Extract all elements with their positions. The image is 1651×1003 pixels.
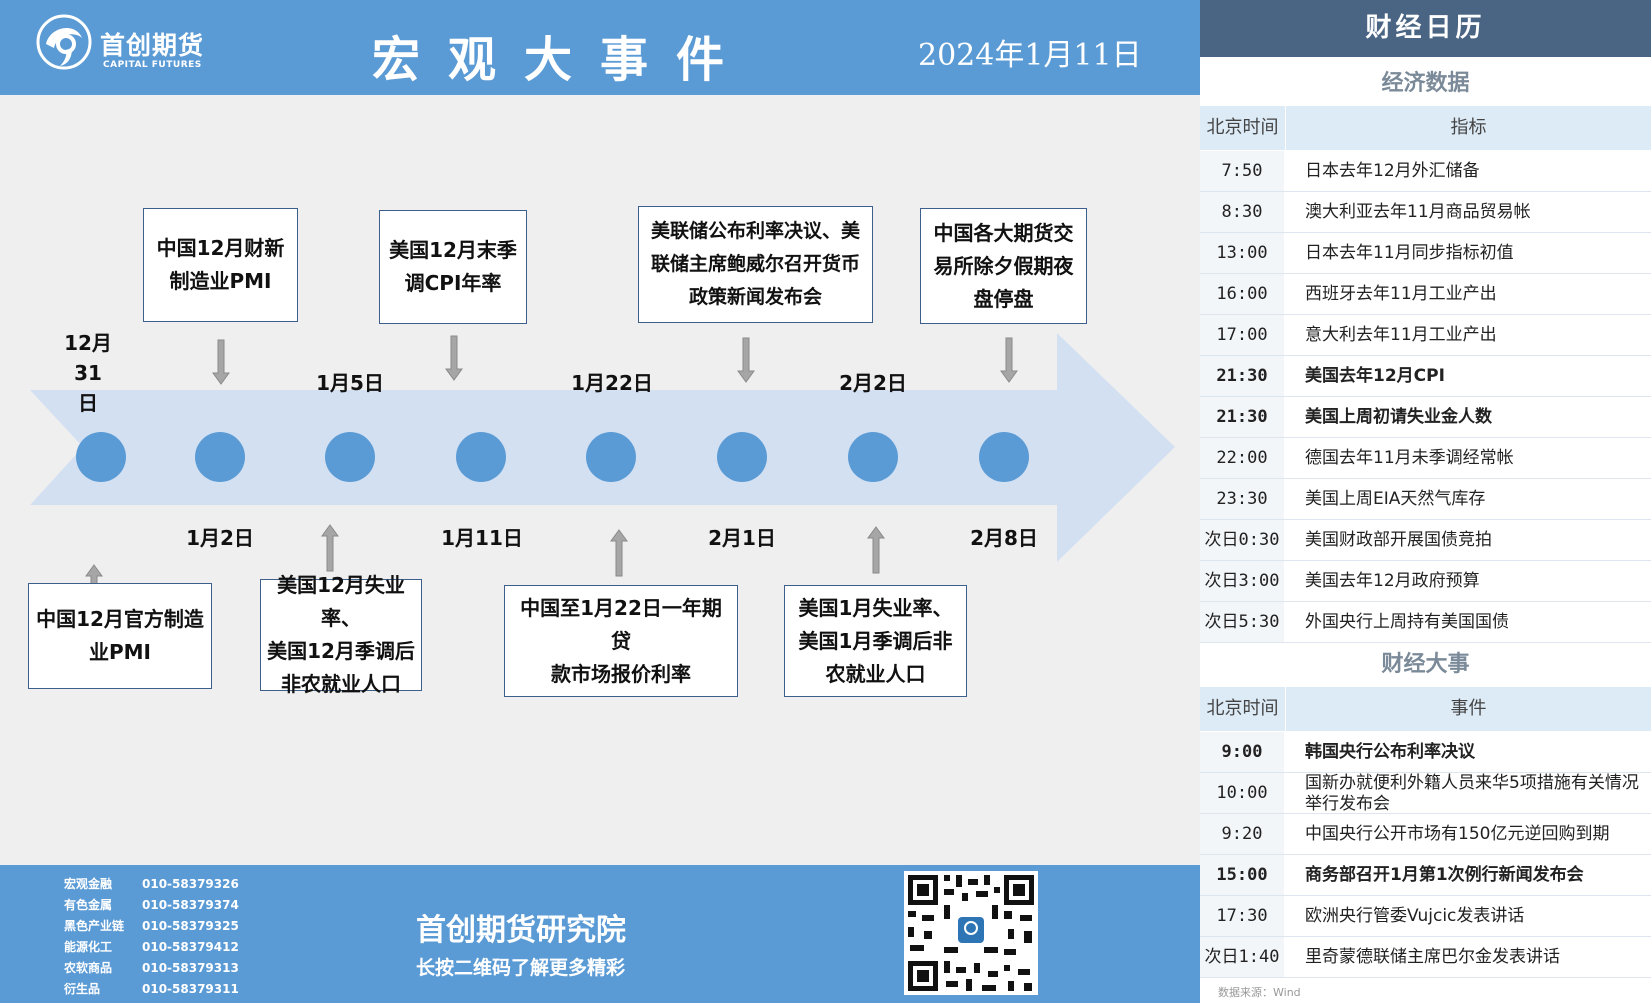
events-section-title: 财经大事	[1200, 643, 1651, 687]
date-label-jan22: 1月22日	[571, 371, 653, 395]
down-arrow-icon	[737, 337, 755, 383]
econ-section-title: 经济数据	[1200, 62, 1651, 106]
event-text: 美联储公布利率决议、美 联储主席鲍威尔召开货币 政策新闻发布会	[650, 220, 860, 308]
report-date: 2024年1月11日	[918, 38, 1142, 73]
econ-table-header: 北京时间 指标	[1200, 106, 1651, 150]
event-text: 中国各大期货交 易所除夕假期夜 盘停盘	[933, 220, 1074, 311]
timeline-dot	[456, 432, 506, 482]
date-label-jan5: 1月5日	[316, 371, 384, 395]
timeline-graphic	[30, 333, 1175, 612]
event-box-lpr: 中国至1月22日一年期贷 款市场报价利率	[504, 585, 738, 697]
timeline-dot	[717, 432, 767, 482]
logo-chinese-name: 首创期货	[100, 31, 205, 60]
event-text: 中国至1月22日一年期贷 款市场报价利率	[520, 595, 722, 686]
timeline-dot	[76, 432, 126, 482]
date-label-feb2: 2月2日	[839, 371, 907, 395]
timeline-dot	[848, 432, 898, 482]
event-text: 美国1月失业率、 美国1月季调后非 农就业人口	[798, 595, 953, 686]
calendar-title: 财经日历	[1200, 0, 1651, 57]
timeline-dot	[979, 432, 1029, 482]
date-label-feb1: 2月1日	[708, 526, 776, 550]
col-time-header: 北京时间	[1200, 687, 1286, 731]
date-label-jan11: 1月11日	[441, 526, 523, 550]
event-box-caixin-pmi: 中国12月财新 制造业PMI	[143, 208, 298, 322]
timeline-area: 12月31 日 1月2日 1月5日 1月11日 1月22日 2月1日 2月2日 …	[0, 95, 1200, 865]
qr-code-icon[interactable]	[904, 871, 1038, 995]
up-arrow-icon	[610, 529, 628, 577]
date-label-feb8: 2月8日	[970, 526, 1038, 550]
events-table-header: 北京时间 事件	[1200, 687, 1651, 731]
col-indicator-header: 指标	[1450, 117, 1487, 138]
down-arrow-icon	[1000, 337, 1018, 383]
data-source: 数据来源：Wind	[1218, 986, 1301, 999]
logo-english-name: CAPITAL FUTURES	[103, 60, 202, 70]
event-text: 中国12月官方制造 业PMI	[36, 607, 204, 664]
left-panel: 首创期货 CAPITAL FUTURES 宏观大事件 2024年1月11日	[0, 0, 1200, 1003]
down-arrow-icon	[445, 335, 463, 381]
event-text: 美国12月失业率、 美国12月季调后 非农就业人口	[267, 573, 415, 696]
col-event-header: 事件	[1450, 698, 1487, 719]
timeline-dot	[586, 432, 636, 482]
event-text: 中国12月财新 制造业PMI	[156, 236, 285, 293]
event-box-fed-decision: 美联储公布利率决议、美 联储主席鲍威尔召开货币 政策新闻发布会	[638, 206, 873, 323]
up-arrow-icon	[321, 524, 339, 572]
capital-futures-logo-icon	[36, 14, 92, 70]
down-arrow-icon	[212, 339, 230, 385]
event-box-exchange-closure: 中国各大期货交 易所除夕假期夜 盘停盘	[920, 208, 1087, 324]
date-label-dec31: 12月31 日	[64, 331, 112, 415]
qr-hint: 长按二维码了解更多精彩	[416, 957, 626, 979]
up-arrow-icon	[867, 526, 885, 574]
event-box-official-pmi: 中国12月官方制造 业PMI	[28, 583, 212, 689]
header-bar: 首创期货 CAPITAL FUTURES 宏观大事件 2024年1月11日	[0, 0, 1200, 95]
event-box-us-jan-jobs: 美国1月失业率、 美国1月季调后非 农就业人口	[784, 585, 967, 697]
timeline-dot	[325, 432, 375, 482]
event-box-us-dec-jobs: 美国12月失业率、 美国12月季调后 非农就业人口	[260, 573, 422, 696]
page-title: 宏观大事件	[372, 32, 753, 88]
institute-name: 首创期货研究院	[416, 913, 626, 948]
event-box-us-cpi: 美国12月末季 调CPI年率	[379, 210, 527, 324]
timeline-dot	[195, 432, 245, 482]
col-time-header: 北京时间	[1200, 106, 1286, 150]
date-label-jan2: 1月2日	[186, 526, 254, 550]
timeline-dots	[76, 432, 1029, 482]
event-text: 美国12月末季 调CPI年率	[389, 238, 517, 295]
